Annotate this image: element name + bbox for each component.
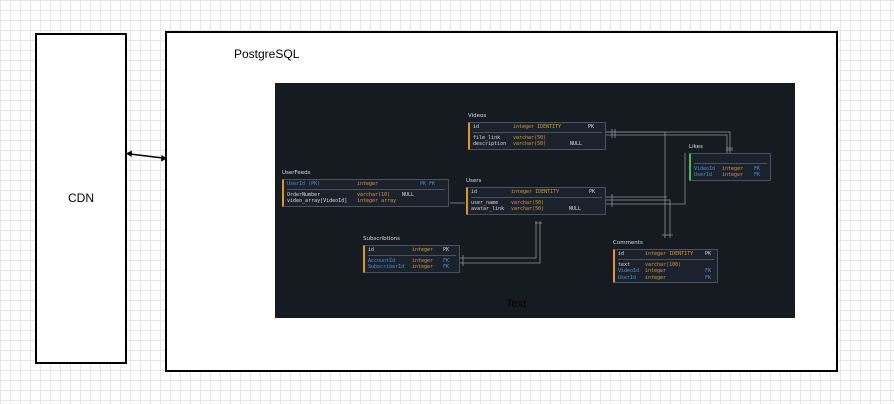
- column-flag: FK: [443, 264, 450, 270]
- column-name: VideoId: [618, 268, 640, 274]
- table-name-comments: Comments: [613, 240, 643, 246]
- column-flag: PK: [443, 247, 450, 253]
- column-type: integer: [722, 165, 744, 172]
- postgresql-label: PostgreSQL: [234, 47, 300, 61]
- column-type: varchar(50): [511, 199, 545, 206]
- column-type: integer: [645, 268, 667, 274]
- column-name: file_link: [473, 134, 501, 141]
- column-type: varchar(10): [357, 191, 391, 198]
- column-type: integer: [722, 172, 744, 178]
- column-flag: NULL: [402, 191, 415, 198]
- column-name: video_array[VideoId]: [287, 198, 348, 204]
- column-type: integer IDENTITY: [511, 189, 560, 195]
- column-type: integer array: [357, 198, 397, 204]
- column-type: varchar(50): [511, 206, 545, 212]
- column-type: integer: [645, 274, 667, 281]
- column-name: id: [473, 124, 480, 130]
- column-type: integer: [357, 181, 379, 187]
- column-flag: FK: [443, 257, 450, 264]
- column-flag: FK: [705, 274, 712, 281]
- column-type: integer IDENTITY: [513, 124, 562, 130]
- column-flag: FK: [705, 268, 712, 274]
- column-name: avatar_link: [471, 206, 505, 212]
- column-type: varchar(50): [513, 141, 547, 147]
- column-name: id: [471, 189, 478, 195]
- column-name: [694, 155, 722, 162]
- column-flag: FK: [754, 172, 761, 178]
- erd-text-label: Text: [506, 298, 527, 310]
- cdn-node[interactable]: CDN: [35, 33, 127, 364]
- column-flag: NULL: [570, 141, 583, 147]
- cdn-label: CDN: [68, 191, 94, 205]
- column-name: UserId: [694, 172, 713, 178]
- bidirectional-arrow: [126, 150, 167, 162]
- table-name-likes: Likes: [689, 144, 703, 150]
- table-name-userfeeds: UserFeeds: [282, 170, 311, 176]
- column-flag: FK: [754, 165, 761, 172]
- table-comments[interactable]: Comments id integer IDENTITY PK text varcha…: [613, 240, 718, 283]
- table-name-videos: Videos: [468, 113, 487, 119]
- column-name: OrderNumber: [287, 191, 321, 198]
- column-name: text: [618, 261, 631, 268]
- column-flag: NULL: [569, 206, 582, 212]
- column-flag: PK FK: [420, 181, 436, 187]
- column-name: SubscriberId: [368, 264, 405, 270]
- column-flag: PK: [589, 189, 596, 195]
- column-name: id: [368, 247, 375, 253]
- column-name: UserId (PK): [287, 181, 321, 187]
- column-type: varchar(100): [645, 261, 682, 268]
- column-flag: PK: [588, 124, 595, 130]
- column-type: integer: [412, 247, 434, 253]
- column-name: VideoId: [694, 165, 716, 172]
- relationship-lines: [450, 129, 733, 266]
- column-name: AccountId: [368, 257, 396, 264]
- column-type: integer: [412, 257, 434, 264]
- table-subscribtions[interactable]: Subscribtions id integer PK AccountId integ…: [363, 236, 460, 273]
- column-name: id: [618, 251, 625, 257]
- column-type: integer: [412, 264, 434, 270]
- table-userfeeds[interactable]: UserFeeds UserId (PK) integer PK FK OrderN…: [282, 170, 449, 207]
- column-name: user_name: [471, 199, 499, 206]
- column-name: UserId: [618, 274, 637, 281]
- table-name-subscribtions: Subscribtions: [363, 236, 401, 242]
- column-type: varchar(50): [513, 134, 547, 141]
- table-name-users: Users: [466, 178, 482, 184]
- column-name: description: [473, 141, 507, 147]
- column-type: integer IDENTITY: [645, 251, 694, 257]
- column-flag: PK: [705, 251, 712, 257]
